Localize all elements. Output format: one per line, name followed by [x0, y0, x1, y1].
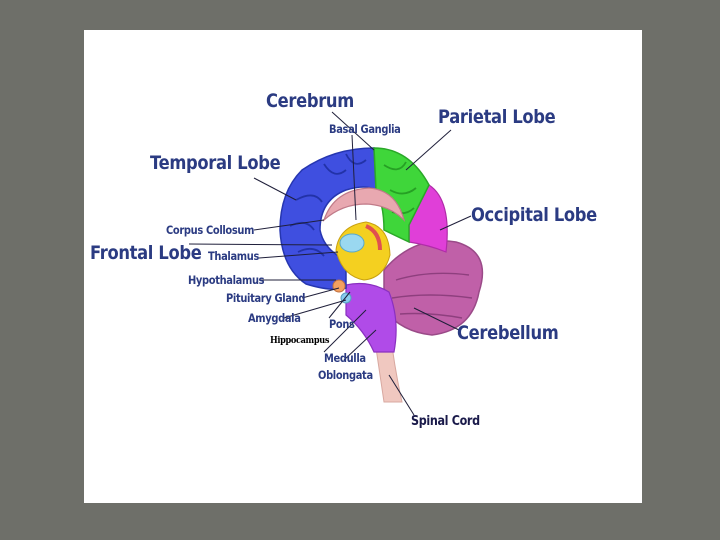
amygdala-label: Amygdala	[248, 311, 301, 325]
parietal-lobe-label: Parietal Lobe	[438, 106, 556, 128]
brainstem-shape	[345, 282, 397, 353]
slide: Cerebrum Basal Ganglia Parietal Lobe Tem…	[84, 30, 642, 503]
cerebrum-label: Cerebrum	[266, 90, 354, 112]
parietal-lobe-shape	[373, 147, 430, 244]
cerebellum-shape	[383, 240, 484, 336]
cerebellum-label: Cerebellum	[457, 322, 559, 344]
frontal-lobe-label: Frontal Lobe	[90, 242, 202, 264]
pituitary-gland-label: Pituitary Gland	[226, 291, 306, 305]
spinal-cord-label: Spinal Cord	[411, 414, 480, 429]
temporal-lobe-label: Temporal Lobe	[150, 152, 281, 174]
hippocampus-label: Hippocampus	[270, 335, 330, 346]
basal-ganglia-shape	[339, 233, 365, 253]
frontal-temporal-shape	[279, 147, 377, 291]
leader-lines	[188, 111, 472, 416]
medulla-label: Medulla	[324, 351, 366, 365]
oblongata-label: Oblongata	[318, 368, 373, 382]
corpus-collosum-shape	[322, 187, 406, 223]
thalamus-label: Thalamus	[208, 249, 260, 263]
basal-ganglia-label: Basal Ganglia	[329, 122, 401, 136]
spinal-cord-shape	[375, 345, 403, 403]
corpus-collosum-label: Corpus Collosum	[166, 223, 255, 237]
hypothalamus-label: Hypothalamus	[188, 273, 265, 287]
occipital-lobe-label: Occipital Lobe	[471, 204, 597, 226]
brain-diagram	[188, 111, 484, 416]
pons-label: Pons	[329, 317, 355, 331]
pituitary-shape	[332, 279, 346, 293]
